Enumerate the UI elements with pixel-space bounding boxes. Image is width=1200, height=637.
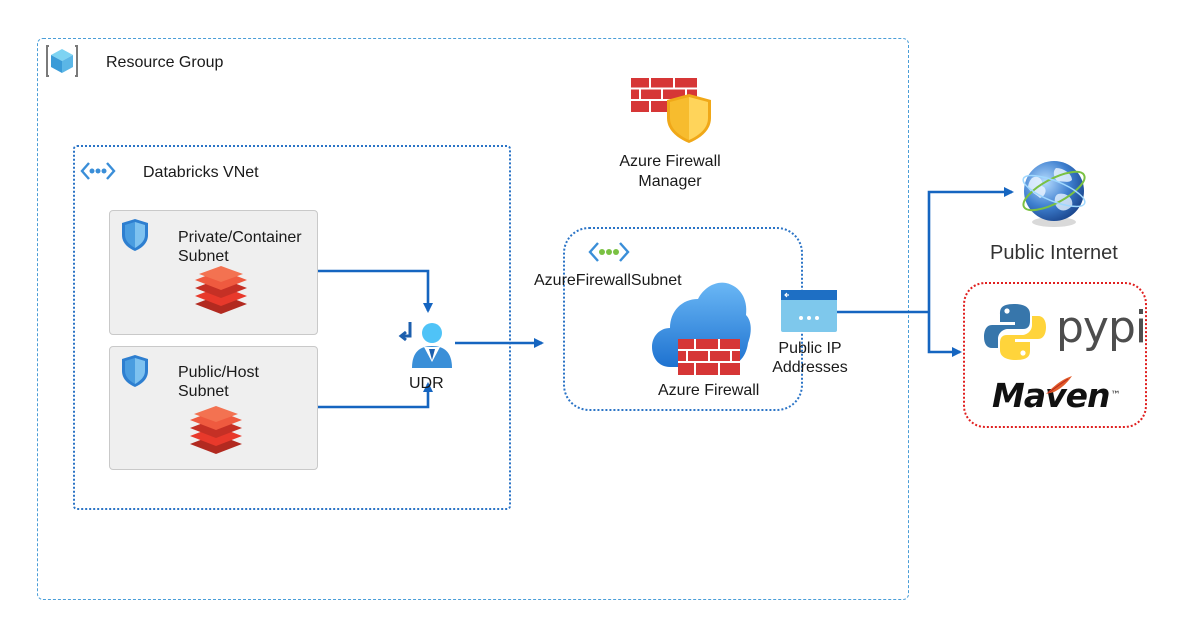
public-subnet-label-line1: Public/Host [178,364,259,381]
maven-feather-icon [1046,376,1072,394]
private-subnet-label-line2: Subnet [178,248,229,265]
public-subnet-label-line2: Subnet [178,383,229,400]
vnet-label: Databricks VNet [143,164,259,181]
route-user-icon [398,322,452,368]
python-logo-icon [984,304,1046,360]
databricks-vnet-container [73,145,511,510]
vnet-icon [80,162,116,180]
udr-label: UDR [409,375,444,392]
firewall-label: Azure Firewall [658,382,760,399]
trunk-to-internet-connector [927,187,1014,312]
resource-group-container [37,38,909,600]
public-ip-icon [781,290,837,332]
maven-logo-text: Maven [992,376,1110,415]
databricks-icon [190,406,242,454]
firewall-manager-label-line1: Azure Firewall [619,153,721,170]
shield-icon [122,355,148,387]
maven-trademark: ™ [1110,390,1121,401]
maven-logo: Maven™ [992,376,1121,416]
private-subnet-to-udr-connector [318,269,433,313]
firewall-subnet-label: AzureFirewallSubnet [534,272,682,289]
public-ip-label-line1: Public IP [778,340,842,357]
internet-label: Public Internet [990,242,1118,264]
firewall-manager-label-line2: Manager [638,173,702,190]
resource-group-icon [46,45,78,77]
package-repos-container [963,282,1147,428]
vnet-icon [588,242,630,262]
public-subnet-to-udr-connector [318,382,433,409]
shield-icon [122,219,148,251]
trunk-to-repos-connector [927,312,962,357]
public-ip-label-line2: Addresses [772,359,848,376]
pypi-logo: pypi [1056,302,1147,353]
firewall-cloud-icon [652,282,751,375]
globe-icon [1022,161,1086,227]
firewall-manager-icon [631,78,711,143]
private-subnet-label-line1: Private/Container [178,229,302,246]
databricks-icon [195,266,247,314]
resource-group-label: Resource Group [106,54,224,71]
